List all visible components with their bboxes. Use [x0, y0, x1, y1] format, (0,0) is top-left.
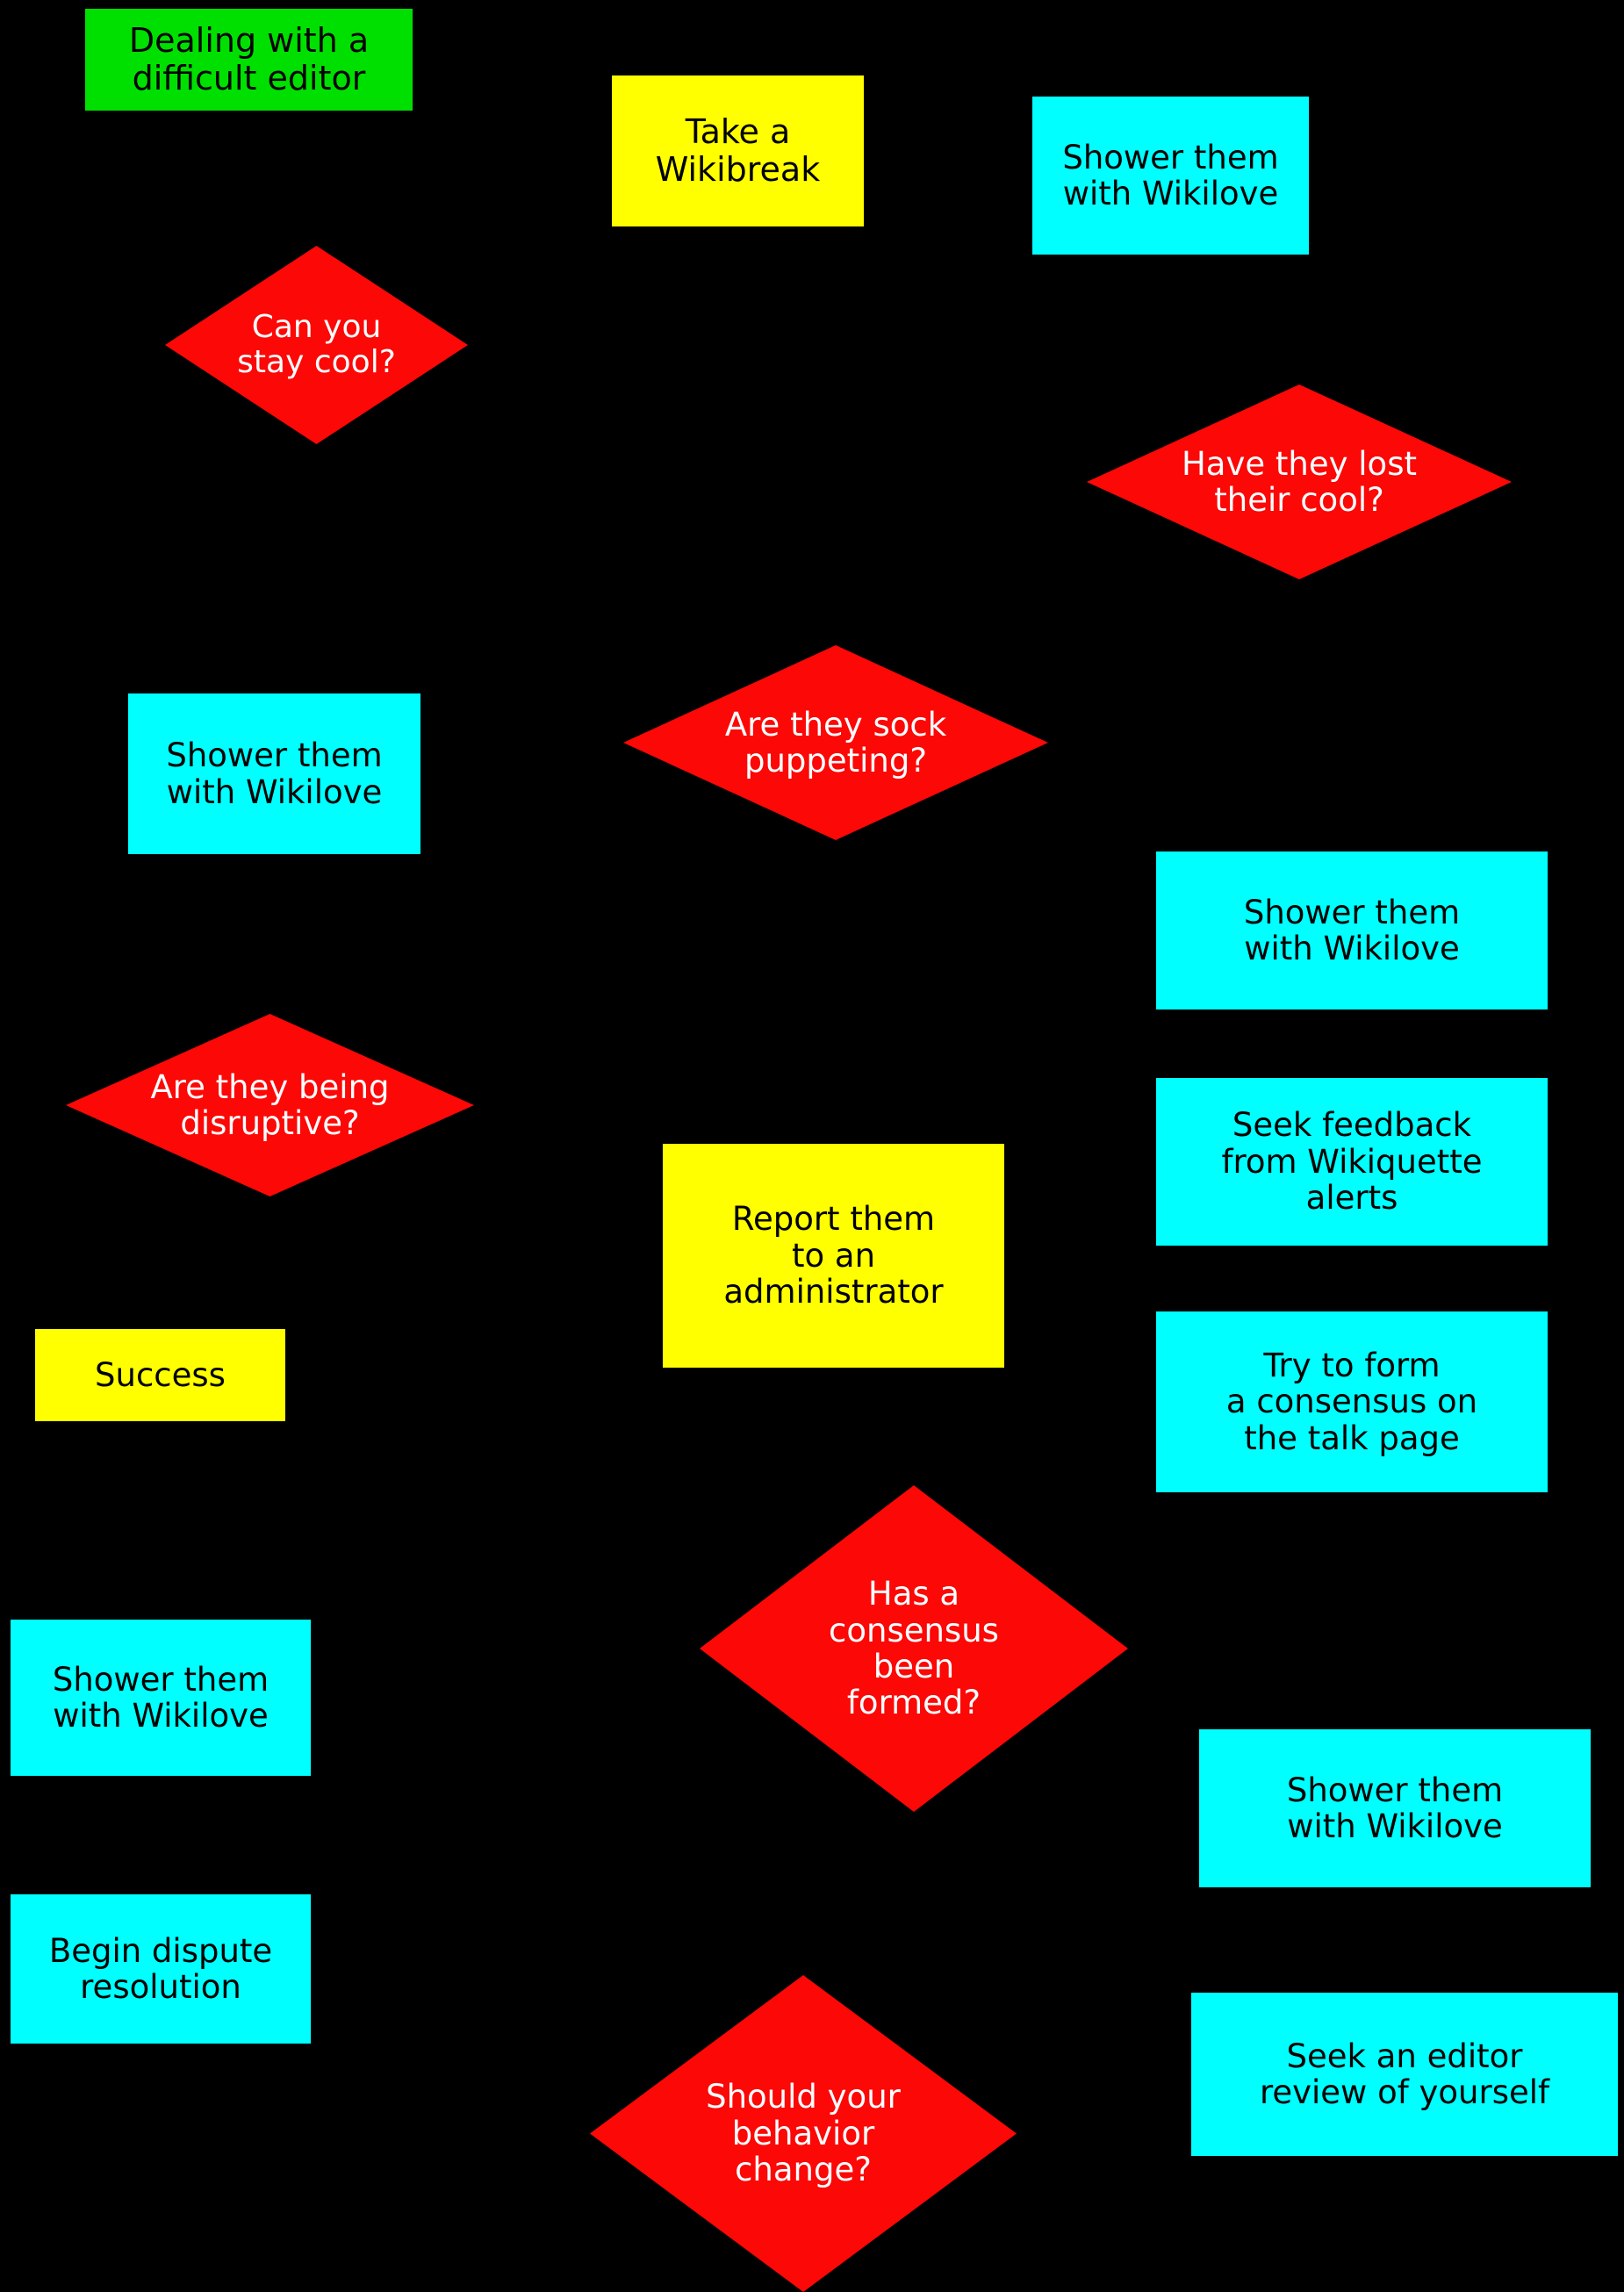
- node-label: Has a consensus been formed?: [829, 1575, 999, 1722]
- node-shower-wikilove-top-right[interactable]: Shower them with Wikilove: [1032, 97, 1309, 255]
- node-label: Shower them with Wikilove: [1243, 893, 1461, 967]
- node-label: Are they being disruptive?: [150, 1067, 390, 1142]
- node-label: Seek feedback from Wikiquette alerts: [1221, 1106, 1483, 1218]
- node-have-they-lost-their-cool[interactable]: Have they lost their cool?: [1087, 384, 1512, 579]
- node-shower-wikilove-lower-right[interactable]: Shower them with Wikilove: [1199, 1729, 1591, 1887]
- node-label: Shower them with Wikilove: [1062, 138, 1279, 212]
- node-shower-wikilove-lower-left[interactable]: Shower them with Wikilove: [11, 1620, 311, 1776]
- node-label: Success: [95, 1355, 226, 1394]
- node-label: Should your behavior change?: [706, 2078, 901, 2189]
- node-label: Are they sock puppeting?: [724, 705, 947, 780]
- node-label: Seek an editor review of yourself: [1259, 2037, 1550, 2111]
- node-label: Report them to an administrator: [723, 1200, 944, 1311]
- node-can-you-stay-cool[interactable]: Can you stay cool?: [165, 246, 468, 444]
- node-label: Shower them with Wikilove: [52, 1660, 269, 1735]
- node-report-to-administrator[interactable]: Report them to an administrator: [663, 1144, 1004, 1368]
- node-label: Try to form a consensus on the talk page: [1225, 1346, 1478, 1457]
- node-seek-feedback-wikiquette[interactable]: Seek feedback from Wikiquette alerts: [1156, 1078, 1548, 1246]
- node-are-they-sock-puppeting[interactable]: Are they sock puppeting?: [623, 645, 1048, 840]
- node-success[interactable]: Success: [35, 1329, 285, 1421]
- node-has-a-consensus-been-formed[interactable]: Has a consensus been formed?: [700, 1485, 1128, 1812]
- node-label: Shower them with Wikilove: [166, 736, 383, 811]
- node-label: Dealing with a difficult editor: [128, 21, 370, 97]
- node-start-dealing-with-difficult-editor[interactable]: Dealing with a difficult editor: [85, 9, 413, 111]
- node-seek-editor-review[interactable]: Seek an editor review of yourself: [1191, 1993, 1618, 2156]
- node-label: Can you stay cool?: [237, 308, 396, 380]
- node-label: Shower them with Wikilove: [1286, 1771, 1504, 1845]
- node-shower-wikilove-mid-left[interactable]: Shower them with Wikilove: [128, 693, 420, 854]
- node-should-your-behavior-change[interactable]: Should your behavior change?: [590, 1975, 1017, 2292]
- node-shower-wikilove-mid-right[interactable]: Shower them with Wikilove: [1156, 851, 1548, 1009]
- node-label: Begin dispute resolution: [48, 1931, 273, 2006]
- node-try-to-form-consensus[interactable]: Try to form a consensus on the talk page: [1156, 1311, 1548, 1492]
- node-take-a-wikibreak[interactable]: Take a Wikibreak: [612, 75, 864, 226]
- node-label: Take a Wikibreak: [655, 112, 821, 189]
- node-label: Have they lost their cool?: [1181, 444, 1417, 519]
- node-begin-dispute-resolution[interactable]: Begin dispute resolution: [11, 1894, 311, 2044]
- node-are-they-being-disruptive[interactable]: Are they being disruptive?: [66, 1014, 474, 1196]
